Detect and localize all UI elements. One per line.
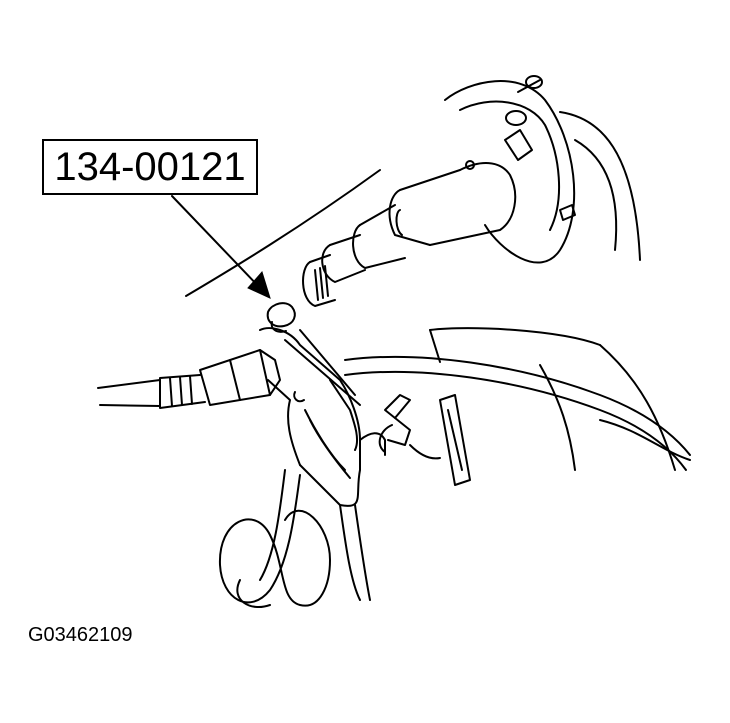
background-contours <box>185 111 691 471</box>
nut-tip <box>266 302 296 333</box>
callout-arrow <box>171 195 263 291</box>
callout-arrowhead <box>247 270 271 299</box>
coiled-hose <box>218 469 371 608</box>
hydraulic-hose <box>97 355 691 471</box>
ball-joint-stud <box>378 394 471 486</box>
part-number-callout: 134-00121 <box>42 139 258 195</box>
puller-tool-body <box>259 327 386 507</box>
hydraulic-cylinder <box>159 349 281 409</box>
spindle <box>302 162 517 307</box>
hub-flange <box>444 75 576 264</box>
part-number-label: 134-00121 <box>54 144 246 189</box>
figure-id-label: G03462109 <box>28 624 133 646</box>
